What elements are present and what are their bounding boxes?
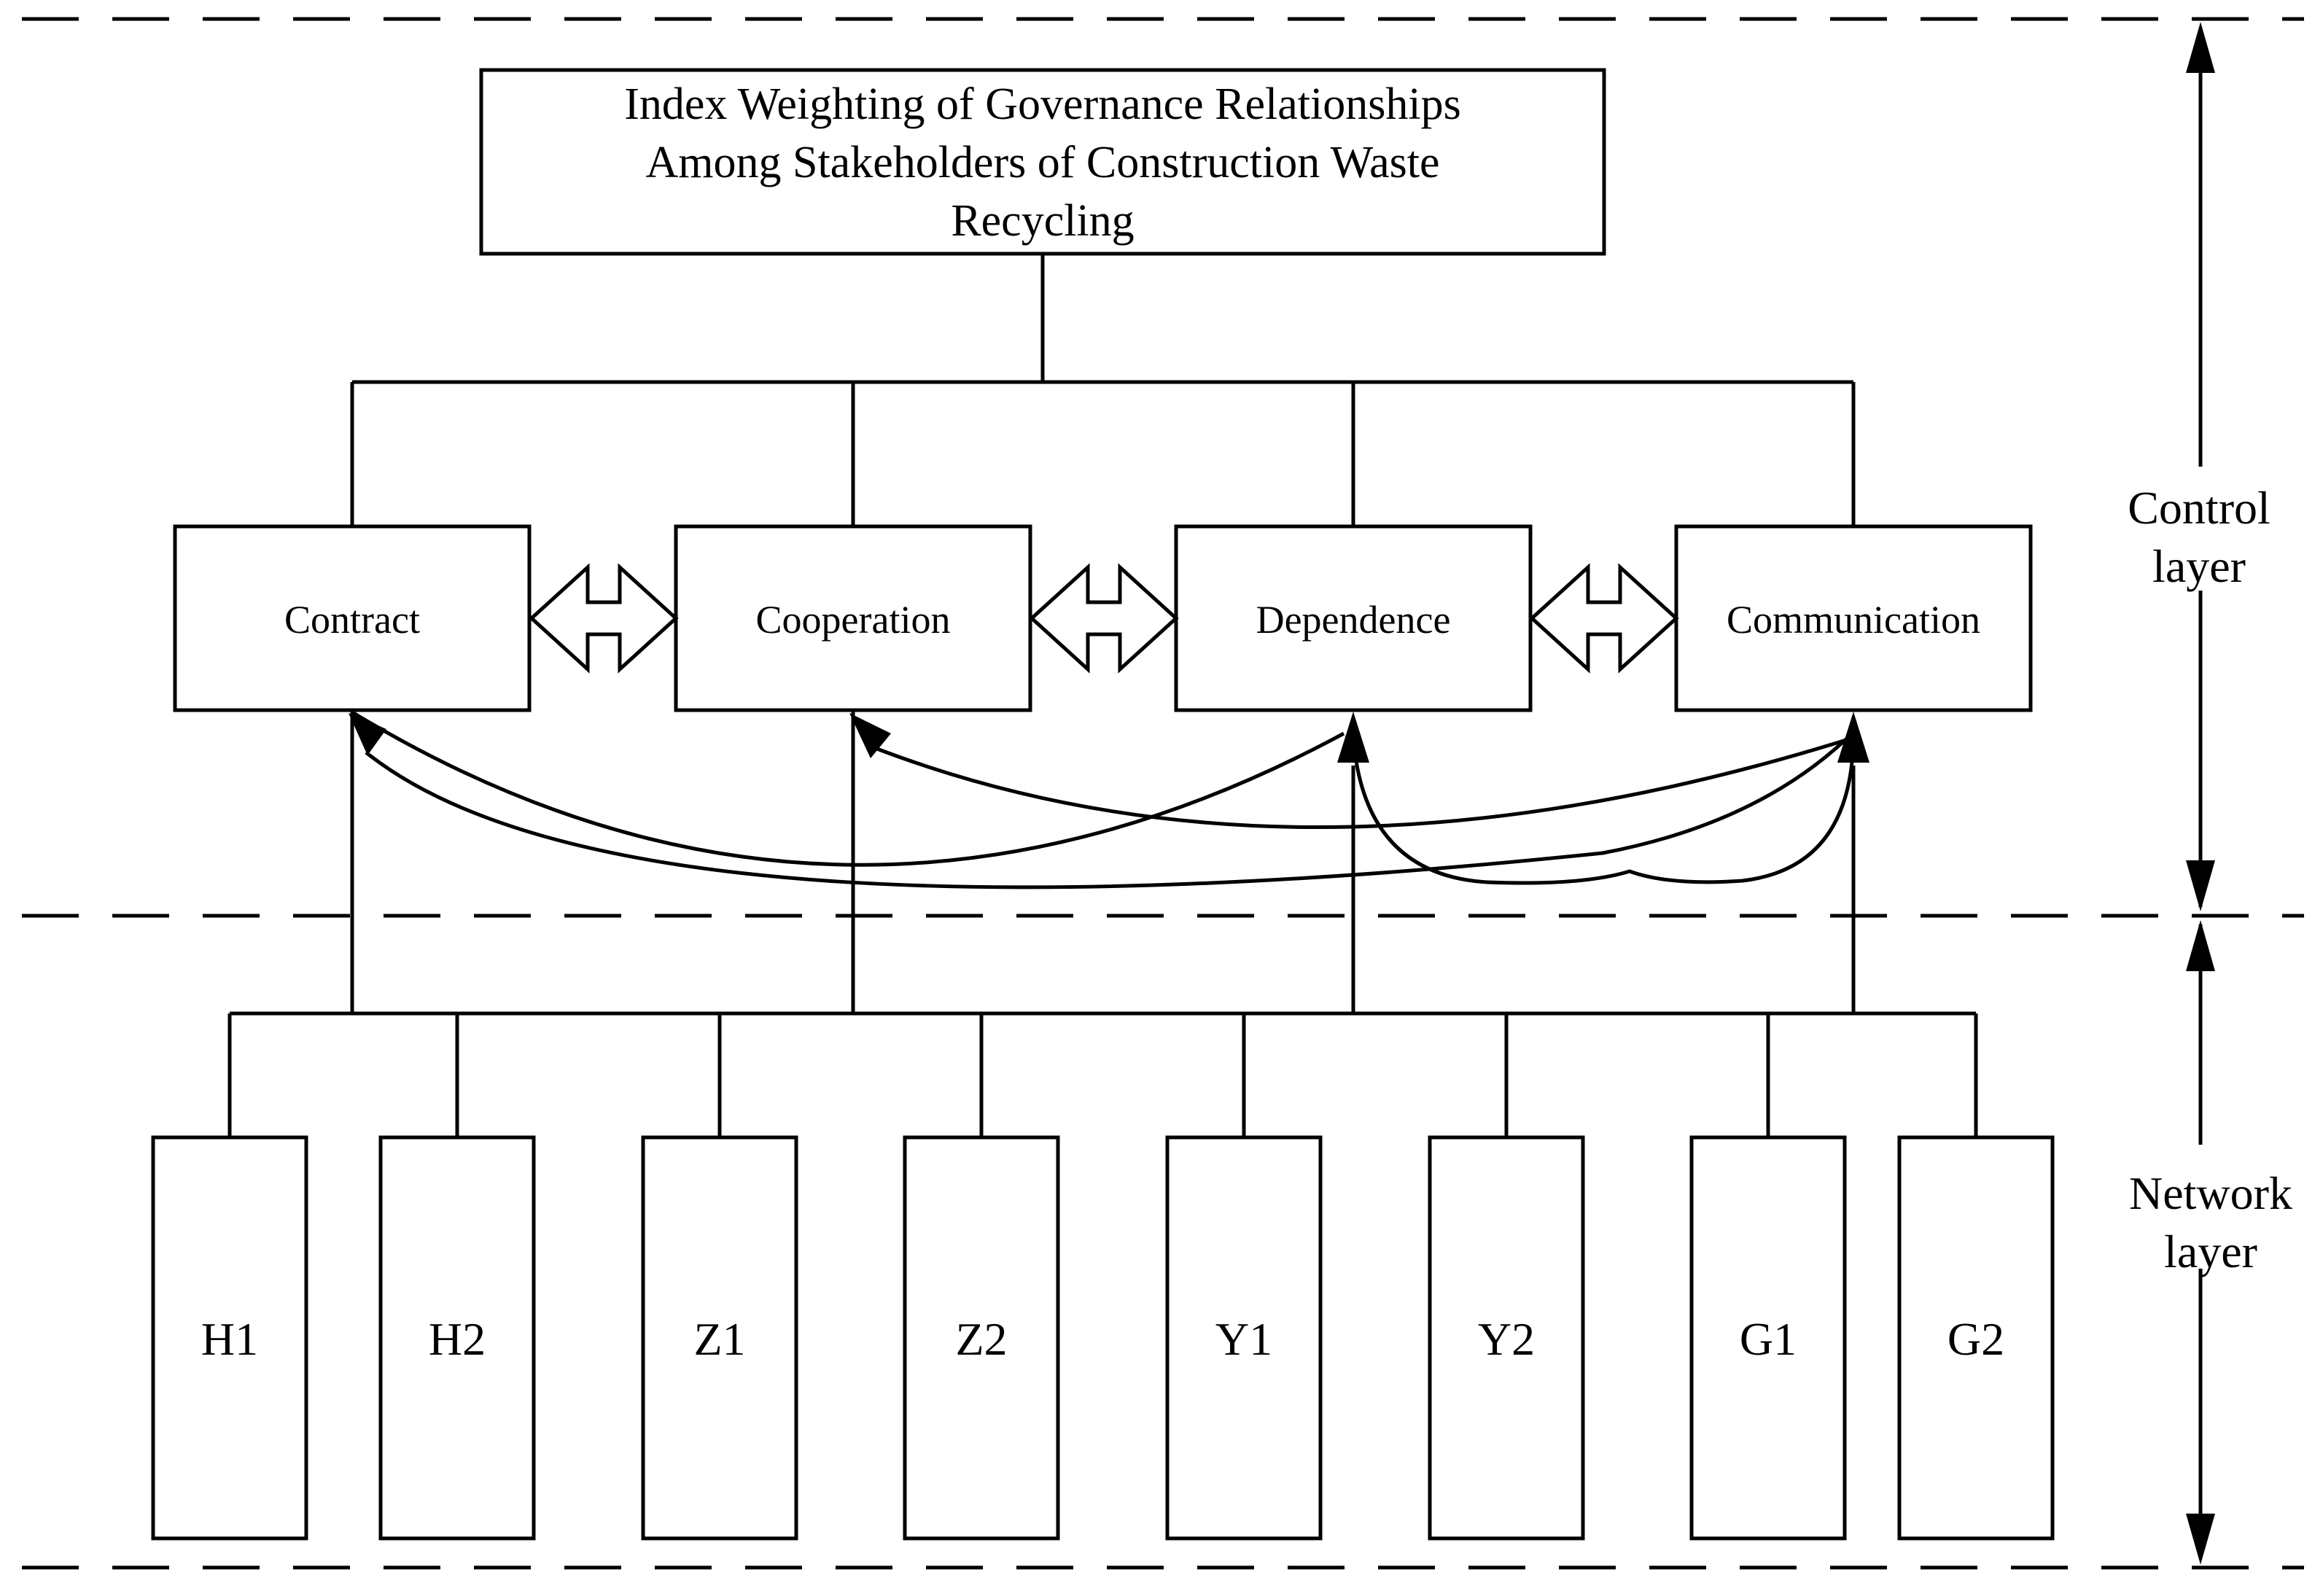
- curve-communication-cooperation: [871, 737, 1849, 829]
- control-layer-label-line-1: Control: [2128, 482, 2271, 534]
- h2-box: [378, 1135, 536, 1541]
- dependence-label: Dependence: [1256, 598, 1451, 642]
- curve-dependence-communication-loop: [1351, 736, 1856, 885]
- arrowhead-into-contract: [349, 713, 386, 755]
- communication-label: Communication: [1727, 598, 1980, 642]
- network-layer-label-line-2: layer: [2164, 1226, 2257, 1277]
- dependence-box: [1174, 524, 1533, 712]
- cooperation-box: [674, 524, 1032, 712]
- y2-label: Y2: [1478, 1313, 1535, 1365]
- z1-box: [641, 1135, 798, 1541]
- influence-arrowheads: [349, 712, 1869, 763]
- influence-curves: [352, 711, 1856, 890]
- g1-box: [1689, 1135, 1847, 1541]
- h1-box: [151, 1135, 308, 1541]
- control-down-arrowhead: [2186, 860, 2215, 911]
- criteria-nodes: Contract Cooperation Dependence Communic…: [173, 524, 2033, 712]
- control-up-arrowhead: [2186, 22, 2215, 73]
- y2-box: [1428, 1135, 1585, 1541]
- network-up-arrowhead: [2186, 920, 2215, 971]
- goal-node: Index Weighting of Governance Relationsh…: [479, 68, 1606, 256]
- g2-label: G2: [1947, 1313, 2004, 1365]
- g1-label: G1: [1740, 1313, 1797, 1365]
- arrowhead-into-dependence: [1337, 712, 1369, 763]
- cooperation-label: Cooperation: [756, 598, 951, 642]
- y1-box: [1165, 1135, 1323, 1541]
- z2-label: Z2: [955, 1313, 1007, 1365]
- z1-label: Z1: [693, 1313, 745, 1365]
- arrowhead-into-communication: [1837, 712, 1869, 763]
- goal-criteria-connectors: [350, 254, 1856, 526]
- criteria-mutual-arrows: [529, 563, 1679, 674]
- layer-separators: [22, 17, 2304, 1570]
- double-arrow-contract-cooperation: [529, 563, 679, 674]
- goal-title-line-3: Recycling: [951, 196, 1134, 246]
- criteria-element-connectors: [227, 710, 1978, 1137]
- layer-labels: Control layer Network layer: [2128, 482, 2292, 1277]
- network-down-arrowhead: [2186, 1514, 2215, 1565]
- goal-title-line-1: Index Weighting of Governance Relationsh…: [624, 79, 1460, 129]
- h2-label: H2: [429, 1313, 486, 1365]
- curve-dependence-contract: [352, 711, 1345, 867]
- double-arrow-cooperation-dependence: [1029, 563, 1179, 674]
- double-arrow-dependence-communication: [1529, 563, 1679, 674]
- contract-label: Contract: [284, 598, 420, 642]
- h1-label: H1: [201, 1313, 258, 1365]
- network-layer-label-line-1: Network: [2129, 1167, 2292, 1219]
- element-nodes: H1 H2 Z1 Z2 Y1 Y2 G1 G2: [151, 1135, 2055, 1541]
- arrowhead-into-cooperation: [849, 713, 891, 758]
- z2-box: [903, 1135, 1060, 1541]
- communication-box: [1674, 524, 2033, 712]
- goal-box: [479, 68, 1606, 256]
- layer-span-arrowheads: [2186, 22, 2215, 1565]
- curve-communication-contract: [365, 735, 1851, 890]
- goal-title-line-2: Among Stakeholders of Construction Waste: [645, 138, 1439, 187]
- control-layer-label-line-2: layer: [2152, 540, 2246, 592]
- g2-box: [1897, 1135, 2055, 1541]
- y1-label: Y1: [1215, 1313, 1272, 1365]
